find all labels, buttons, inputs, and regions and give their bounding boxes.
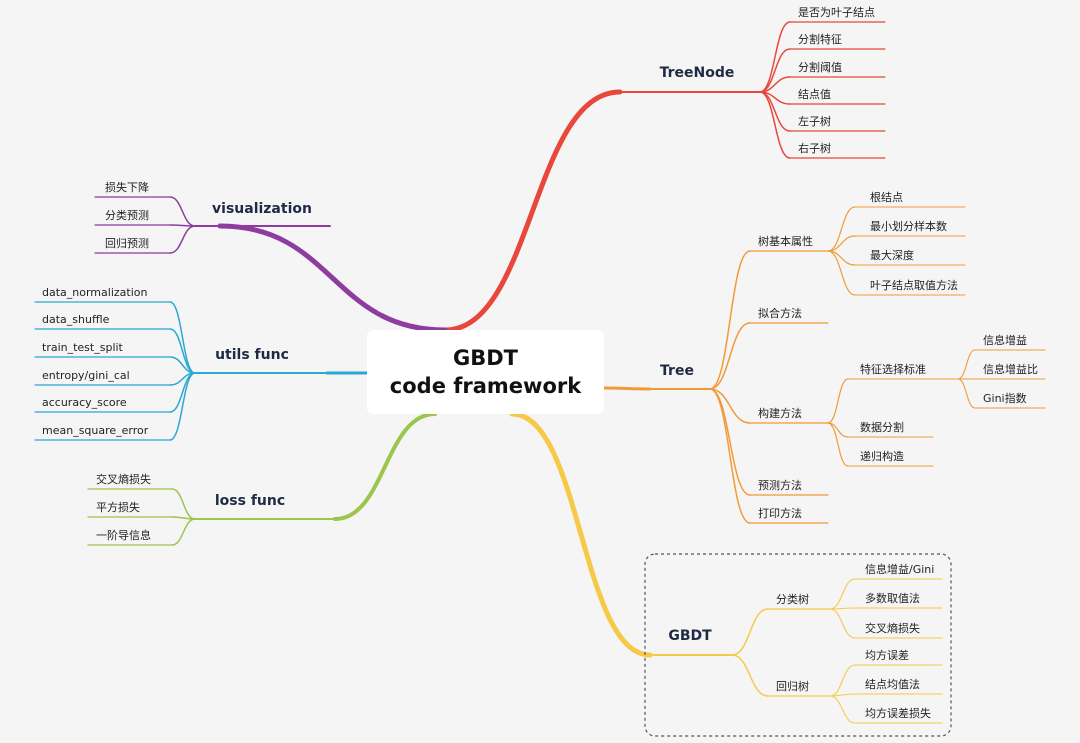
connector-tree-attr-1 bbox=[827, 235, 856, 252]
tree-build-item[interactable]: 数据分割 bbox=[860, 420, 904, 434]
tree-attr-item[interactable]: 最小划分样本数 bbox=[870, 219, 947, 233]
branch-label-visualization[interactable]: visualization bbox=[212, 201, 312, 217]
utils-item[interactable]: entropy/gini_cal bbox=[42, 369, 130, 382]
connector-visualization-0 bbox=[169, 196, 196, 227]
connector-loss-0 bbox=[171, 488, 196, 520]
connector-gbdt-item-0-2 bbox=[829, 608, 856, 639]
branch-curve-visualization bbox=[217, 223, 448, 333]
gbdt-item[interactable]: 均方误差 bbox=[865, 648, 909, 662]
tree-attr-item[interactable]: 最大深度 bbox=[870, 248, 914, 262]
branch-curve-tree bbox=[602, 386, 652, 391]
visualization-item[interactable]: 损失下降 bbox=[105, 180, 149, 194]
tree-group-label[interactable]: 预测方法 bbox=[758, 478, 802, 492]
branch-label-treenode[interactable]: TreeNode bbox=[660, 65, 735, 81]
tree-group-label[interactable]: 树基本属性 bbox=[758, 234, 813, 248]
visualization-item[interactable]: 回归预测 bbox=[105, 236, 149, 250]
tree-group-label[interactable]: 打印方法 bbox=[758, 506, 802, 520]
connector-treenode-5 bbox=[759, 91, 791, 159]
connector-tree-attr-3 bbox=[827, 250, 856, 296]
connector-tree-crit-0 bbox=[957, 349, 976, 380]
tree-criterion-item[interactable]: 信息增益 bbox=[983, 333, 1027, 347]
loss-item[interactable]: 交叉熵损失 bbox=[96, 472, 151, 486]
connector-gbdt-group-1 bbox=[731, 654, 769, 697]
connector-utils-1 bbox=[169, 328, 196, 374]
gbdt-item[interactable]: 交叉熵损失 bbox=[865, 621, 920, 635]
treenode-item[interactable]: 结点值 bbox=[798, 88, 831, 101]
connector-tree-attr-0 bbox=[827, 206, 856, 252]
utils-item[interactable]: data_normalization bbox=[42, 286, 147, 299]
treenode-item[interactable]: 左子树 bbox=[798, 114, 831, 128]
utils-item[interactable]: train_test_split bbox=[42, 341, 124, 354]
gbdt-group-label[interactable]: 回归树 bbox=[776, 679, 809, 693]
gbdt-item[interactable]: 结点均值法 bbox=[865, 677, 920, 691]
gbdt-item[interactable]: 信息增益/Gini bbox=[865, 562, 934, 576]
root-title-line2: code framework bbox=[389, 374, 582, 398]
tree-attr-item[interactable]: 根结点 bbox=[870, 190, 903, 204]
connector-tree-crit-2 bbox=[957, 378, 976, 409]
treenode-item[interactable]: 是否为叶子结点 bbox=[798, 6, 875, 19]
gbdt-item[interactable]: 多数取值法 bbox=[865, 591, 920, 605]
connector-visualization-2 bbox=[169, 225, 196, 254]
connector-treenode-0 bbox=[759, 21, 791, 93]
branch-label-tree[interactable]: Tree bbox=[660, 363, 694, 379]
connector-tree-build-sub bbox=[827, 378, 849, 424]
tree-group-label[interactable]: 拟合方法 bbox=[758, 306, 802, 320]
tree-criterion-item[interactable]: Gini指数 bbox=[983, 391, 1027, 405]
tree-group-label[interactable]: 构建方法 bbox=[758, 406, 802, 420]
connector-gbdt-item-0-0 bbox=[829, 578, 856, 610]
branch-curve-treenode bbox=[442, 89, 623, 333]
connector-tree-group-1 bbox=[709, 322, 751, 390]
treenode-item[interactable]: 分割阈值 bbox=[798, 60, 842, 74]
connector-tree-group-0 bbox=[709, 250, 751, 390]
connector-gbdt-item-1-0 bbox=[829, 664, 856, 697]
connector-gbdt-group-0 bbox=[731, 608, 769, 656]
branch-curve-gbdt bbox=[509, 411, 653, 658]
branch-curve-loss bbox=[333, 412, 437, 521]
connector-tree-group-2 bbox=[709, 388, 751, 424]
treenode-item[interactable]: 右子树 bbox=[798, 141, 831, 155]
gbdt-group-label[interactable]: 分类树 bbox=[776, 592, 809, 606]
root-title-line1: GBDT bbox=[453, 346, 518, 370]
connector-utils-5 bbox=[169, 372, 196, 441]
connector-utils-0 bbox=[169, 301, 196, 374]
tree-build-item[interactable]: 递归构造 bbox=[860, 449, 904, 463]
connector-tree-group-4 bbox=[709, 388, 751, 524]
tree-build-sub-label[interactable]: 特征选择标准 bbox=[860, 362, 926, 376]
utils-item[interactable]: accuracy_score bbox=[42, 396, 127, 409]
utils-item[interactable]: mean_square_error bbox=[42, 424, 149, 437]
loss-item[interactable]: 平方损失 bbox=[96, 500, 140, 514]
branch-label-gbdt[interactable]: GBDT bbox=[668, 628, 712, 644]
gbdt-item[interactable]: 均方误差损失 bbox=[865, 706, 931, 720]
connector-tree-build-1 bbox=[827, 422, 849, 467]
connector-gbdt-item-1-2 bbox=[829, 695, 856, 724]
connector-treenode-1 bbox=[759, 48, 791, 93]
branch-label-utils[interactable]: utils func bbox=[215, 347, 289, 363]
branch-label-loss[interactable]: loss func bbox=[215, 493, 285, 509]
utils-item[interactable]: data_shuffle bbox=[42, 313, 110, 326]
tree-criterion-item[interactable]: 信息增益比 bbox=[983, 362, 1038, 376]
root-node[interactable]: GBDT code framework bbox=[367, 330, 604, 414]
connector-loss-2 bbox=[171, 518, 196, 546]
tree-attr-item[interactable]: 叶子结点取值方法 bbox=[870, 278, 958, 292]
visualization-item[interactable]: 分类预测 bbox=[105, 208, 149, 222]
treenode-item[interactable]: 分割特征 bbox=[798, 32, 842, 46]
loss-item[interactable]: 一阶导信息 bbox=[96, 528, 151, 542]
